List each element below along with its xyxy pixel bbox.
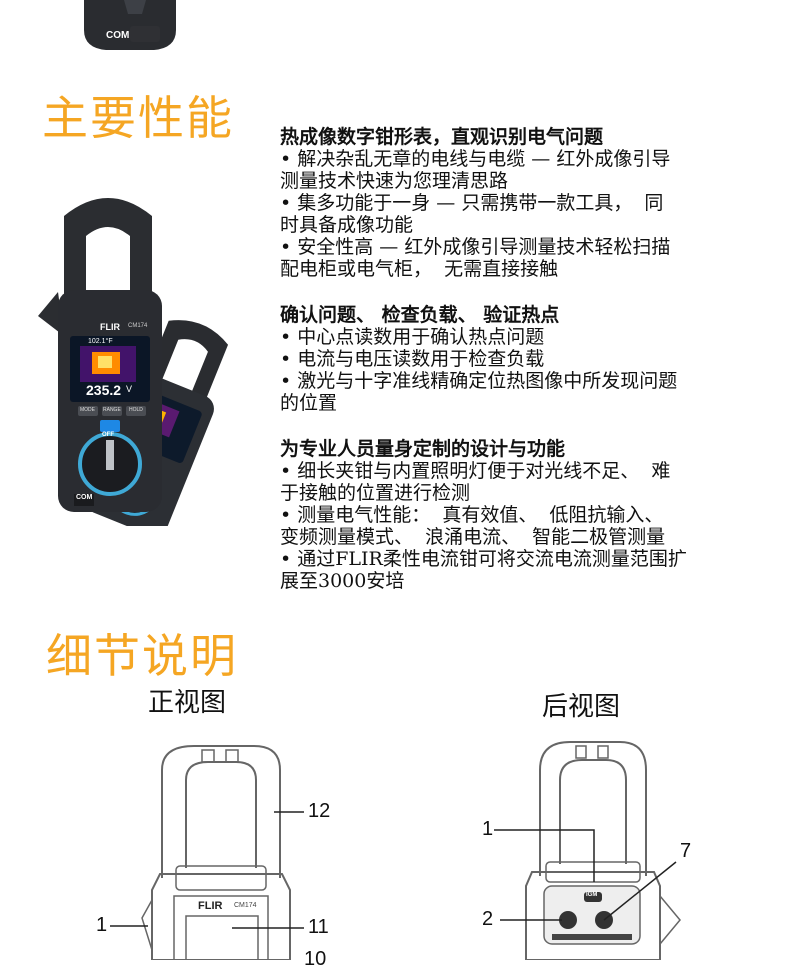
photo-brand-label: FLIR [100, 322, 120, 332]
feature-line: • 解决杂乱无章的电线与电缆 — 红外成像引导 [280, 148, 671, 170]
feature-line: 展至3000安培 [280, 570, 405, 592]
product-photo: FLIR CM174 102.1°F 235.2 V MODE RANGE HO… [34, 196, 280, 536]
feature-line: • 激光与十字准线精确定位热图像中所发现问题 [280, 370, 678, 392]
feature-line: • 通过FLIR柔性电流钳可将交流电流测量范围扩 [280, 548, 687, 570]
details-heading: 细节说明 [46, 629, 238, 683]
feature-block-design: 为专业人员量身定制的设计与功能 • 细长夹钳与内置照明灯便于对光线不足、 难 于… [280, 438, 786, 592]
feature-line: • 细长夹钳与内置照明灯便于对光线不足、 难 [280, 460, 671, 482]
rear-view-drawing [494, 741, 681, 961]
top-device-com-label: COM [106, 30, 130, 41]
feature-block-thermal: 热成像数字钳形表，直观识别电气问题 • 解决杂乱无章的电线与电缆 — 红外成像引… [280, 126, 786, 280]
feature-line: 配电柜或电气柜， 无需直接接触 [280, 258, 559, 280]
rear-callout-7: 7 [680, 840, 692, 862]
rear-view-diagram: IGM 1 7 2 [470, 736, 700, 961]
photo-com-label: COM [76, 494, 93, 501]
rear-callout-2: 2 [482, 908, 494, 930]
photo-reading-top: 102.1°F [88, 338, 113, 345]
top-device-fragment: COM [84, 0, 176, 50]
feature-line: • 中心点读数用于确认热点问题 [280, 326, 545, 348]
feature-title: 确认问题、 检查负载、 验证热点 [280, 304, 560, 326]
front-view-diagram: FLIR CM174 12 11 1 10 [90, 740, 350, 970]
rear-badge-label: IGM [586, 892, 598, 898]
feature-block-verify: 确认问题、 检查负载、 验证热点 • 中心点读数用于确认热点问题 • 电流与电压… [280, 304, 786, 414]
feature-title: 为专业人员量身定制的设计与功能 [280, 438, 566, 460]
photo-model-label: CM174 [128, 323, 148, 329]
rear-callout-1: 1 [482, 818, 494, 840]
front-view-title: 正视图 [148, 688, 227, 718]
feature-line: • 电流与电压读数用于检查负载 [280, 348, 545, 370]
front-view-drawing [110, 745, 304, 961]
photo-range-button: RANGE [103, 407, 121, 413]
feature-line: • 安全性高 — 红外成像引导测量技术轻松扫描 [280, 236, 671, 258]
front-model-label: CM174 [234, 902, 257, 909]
feature-line: 测量技术快速为您理清思路 [280, 170, 509, 192]
front-brand-label: FLIR [198, 900, 223, 912]
front-callout-11: 11 [308, 916, 329, 938]
feature-line: 时具备成像功能 [280, 214, 414, 236]
feature-line: • 集多功能于一身 — 只需携带一款工具， 同 [280, 192, 664, 214]
rear-view-title: 后视图 [542, 692, 621, 722]
photo-reading-unit: V [126, 384, 133, 394]
front-callout-1: 1 [96, 914, 108, 936]
front-callout-12: 12 [308, 800, 331, 822]
photo-reading-main: 235.2 [86, 382, 122, 398]
photo-mode-button: MODE [80, 407, 95, 413]
top-device-image [84, 0, 176, 50]
feature-line: 变频测量模式、 浪涌电流、 智能二极管测量 [280, 526, 666, 548]
photo-hold-button: HOLD [129, 407, 143, 413]
main-features-heading: 主要性能 [42, 91, 234, 145]
feature-title: 热成像数字钳形表，直观识别电气问题 [280, 126, 604, 148]
feature-line: 的位置 [280, 392, 338, 414]
feature-line: 于接触的位置进行检测 [280, 482, 471, 504]
photo-dial-off-label: OFF [102, 432, 114, 438]
features-column: 热成像数字钳形表，直观识别电气问题 • 解决杂乱无章的电线与电缆 — 红外成像引… [280, 126, 786, 592]
feature-line: • 测量电气性能： 真有效值、 低阻抗输入、 [280, 504, 664, 526]
product-photo-image [38, 198, 229, 536]
